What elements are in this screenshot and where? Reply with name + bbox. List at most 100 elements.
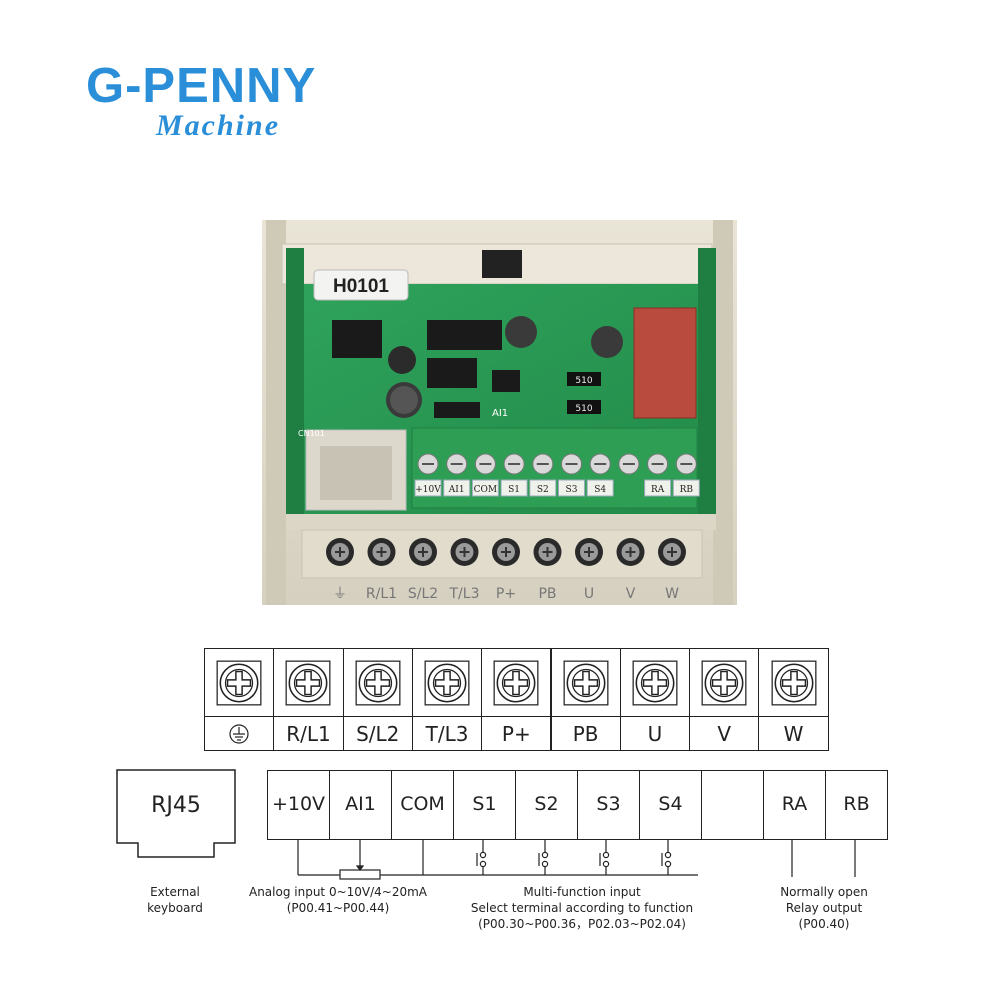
control-terminal-rb: RB (825, 770, 888, 840)
power-terminal-screw (481, 648, 552, 717)
photo-control-screw: AI1 (443, 453, 471, 497)
photo-control-label: RB (680, 485, 694, 495)
power-terminal-screw (273, 648, 344, 717)
photo-control-label: S4 (594, 485, 606, 495)
photo-power-screw (367, 538, 396, 566)
photo-power-screw (492, 538, 520, 566)
power-terminal-label: PB (550, 716, 621, 751)
photo-power-label: ⏚ (333, 586, 347, 602)
svg-text:510: 510 (575, 376, 592, 386)
photo-control-screw: RB (672, 453, 700, 497)
power-terminal-screw (204, 648, 275, 717)
resistor-2 (567, 400, 601, 414)
power-terminal-label: U (619, 716, 691, 751)
photo-control-label: +10V (415, 485, 441, 495)
power-terminal-screw (758, 648, 829, 717)
photo-control-label: S1 (508, 485, 520, 495)
switch-symbol (599, 840, 610, 875)
rj45-caption: External keyboard (147, 885, 203, 915)
control-terminal-com: COM (391, 770, 454, 840)
photo-power-screw (533, 538, 562, 566)
power-terminal-label: S/L2 (342, 716, 413, 751)
screw-icon (771, 660, 816, 705)
power-terminal-screw (689, 648, 760, 717)
switch-symbol (661, 840, 672, 875)
analog-caption: Analog input 0~10V/4~20mA (P00.41~P00.44… (248, 885, 428, 915)
photo-power-screw (409, 538, 437, 566)
photo-power-label: V (626, 586, 636, 602)
screw-icon (632, 660, 678, 705)
photo-control-screw: +10V (414, 453, 442, 497)
model-label (313, 269, 409, 301)
photo-control-label: COM (474, 485, 497, 495)
screw-icon (493, 660, 539, 705)
resistor-1 (567, 372, 601, 386)
ground-icon (229, 723, 249, 744)
switch-symbol (538, 840, 549, 875)
control-terminal-empty (701, 770, 764, 840)
model-label-text: H0101 (333, 276, 389, 297)
switch-symbol (476, 840, 487, 875)
power-terminal-label: R/L1 (273, 716, 344, 751)
multi-function-caption: Multi-function input Select terminal acc… (470, 885, 694, 931)
svg-text:AI1: AI1 (492, 408, 508, 419)
photo-control-label: S2 (537, 485, 549, 495)
photo-power-label: S/L2 (408, 586, 438, 602)
screw-icon (216, 660, 262, 705)
control-terminal-10v: +10V (267, 770, 330, 840)
relay-caption: Normally open Relay output (P00.40) (780, 885, 868, 931)
photo-power-screw (575, 538, 603, 566)
photo-control-screw: COM (471, 453, 499, 497)
power-terminal-screw (411, 648, 483, 717)
control-terminal-ai1: AI1 (329, 770, 392, 840)
power-terminal-label: T/L3 (411, 716, 483, 751)
photo-power-screw (616, 538, 645, 566)
svg-text:CN101: CN101 (298, 429, 325, 438)
capacitor-3 (591, 326, 623, 358)
photo-power-label: W (665, 586, 679, 602)
photo-power-label: PB (538, 586, 556, 602)
photo-control-screw: S2 (529, 453, 557, 497)
photo-power-screw (658, 538, 686, 566)
photo-power-screw (450, 538, 479, 566)
capacitor-2 (505, 316, 537, 348)
photo-control-screw (618, 453, 640, 475)
brand-subtitle: Machine (156, 109, 281, 142)
power-terminal-ground (204, 716, 275, 751)
switch-wiring (476, 840, 672, 875)
photo-control-label: S3 (566, 485, 578, 495)
potentiometer (339, 869, 381, 880)
screw-icon (285, 660, 331, 705)
photo-control-screw: S1 (500, 453, 528, 497)
photo-power-label: U (584, 586, 594, 602)
brand-name: G-PENNY (86, 59, 317, 113)
control-terminal-s2: S2 (515, 770, 578, 840)
control-terminal-s1: S1 (453, 770, 516, 840)
power-terminal-screw (550, 648, 621, 717)
photo-control-screw: S3 (558, 453, 585, 497)
control-terminal-s3: S3 (577, 770, 640, 840)
photo-control-screw: RA (644, 453, 672, 497)
power-terminal-label: P+ (481, 716, 552, 751)
photo-control-label: AI1 (448, 485, 465, 495)
screw-icon (701, 660, 747, 705)
photo-control-screw: S4 (586, 453, 614, 497)
relay-wiring (791, 840, 856, 877)
power-terminal-label: V (689, 716, 760, 751)
brand-logo: G-PENNY Machine (86, 62, 316, 143)
relay (633, 307, 697, 419)
control-terminal-ra: RA (763, 770, 826, 840)
control-terminal-s4: S4 (639, 770, 702, 840)
screw-icon (563, 660, 609, 705)
power-terminal-label: W (758, 716, 829, 751)
screw-icon (424, 660, 470, 705)
photo-power-label: T/L3 (449, 586, 480, 602)
screw-icon (355, 660, 401, 705)
rj45-outline (116, 769, 236, 858)
power-terminal-screw (619, 648, 691, 717)
photo-power-label: P+ (496, 586, 516, 602)
rj45-label: RJ45 (151, 793, 201, 818)
photo-control-label: RA (651, 485, 665, 495)
analog-wiring (297, 840, 698, 880)
